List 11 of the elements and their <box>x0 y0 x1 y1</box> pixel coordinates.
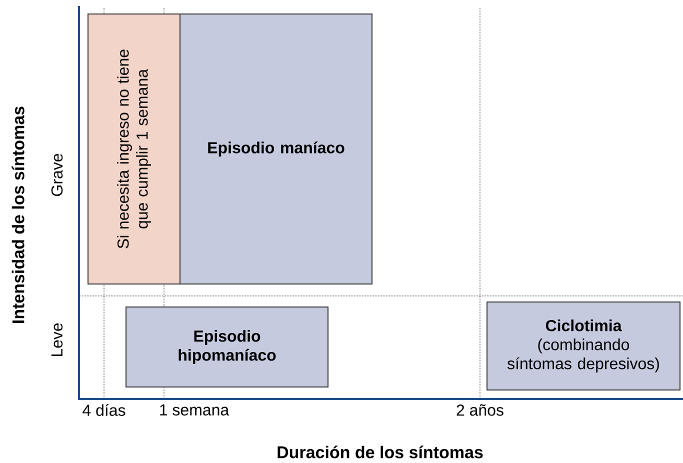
category-box: Ciclotimia (combinando síntomas depresivos) <box>486 302 680 390</box>
axis-title: Intensidad de los síntomas <box>12 106 24 323</box>
axis-tick-label: 2 años <box>456 404 504 416</box>
axis-title: Duración de los síntomas <box>278 446 483 458</box>
category-box: Episodio maníaco <box>180 14 372 284</box>
category-box: Episodio hipomaníaco <box>126 306 328 388</box>
axis-tick-label: 4 días <box>82 404 126 416</box>
axis-tick-label: 1 semana <box>160 404 230 416</box>
note-box: Si necesita ingreso no tiene que cumplir 1 semana <box>88 14 180 284</box>
axis-tick-label: Grave <box>51 154 63 196</box>
axis-tick-label: Leve <box>51 323 63 356</box>
